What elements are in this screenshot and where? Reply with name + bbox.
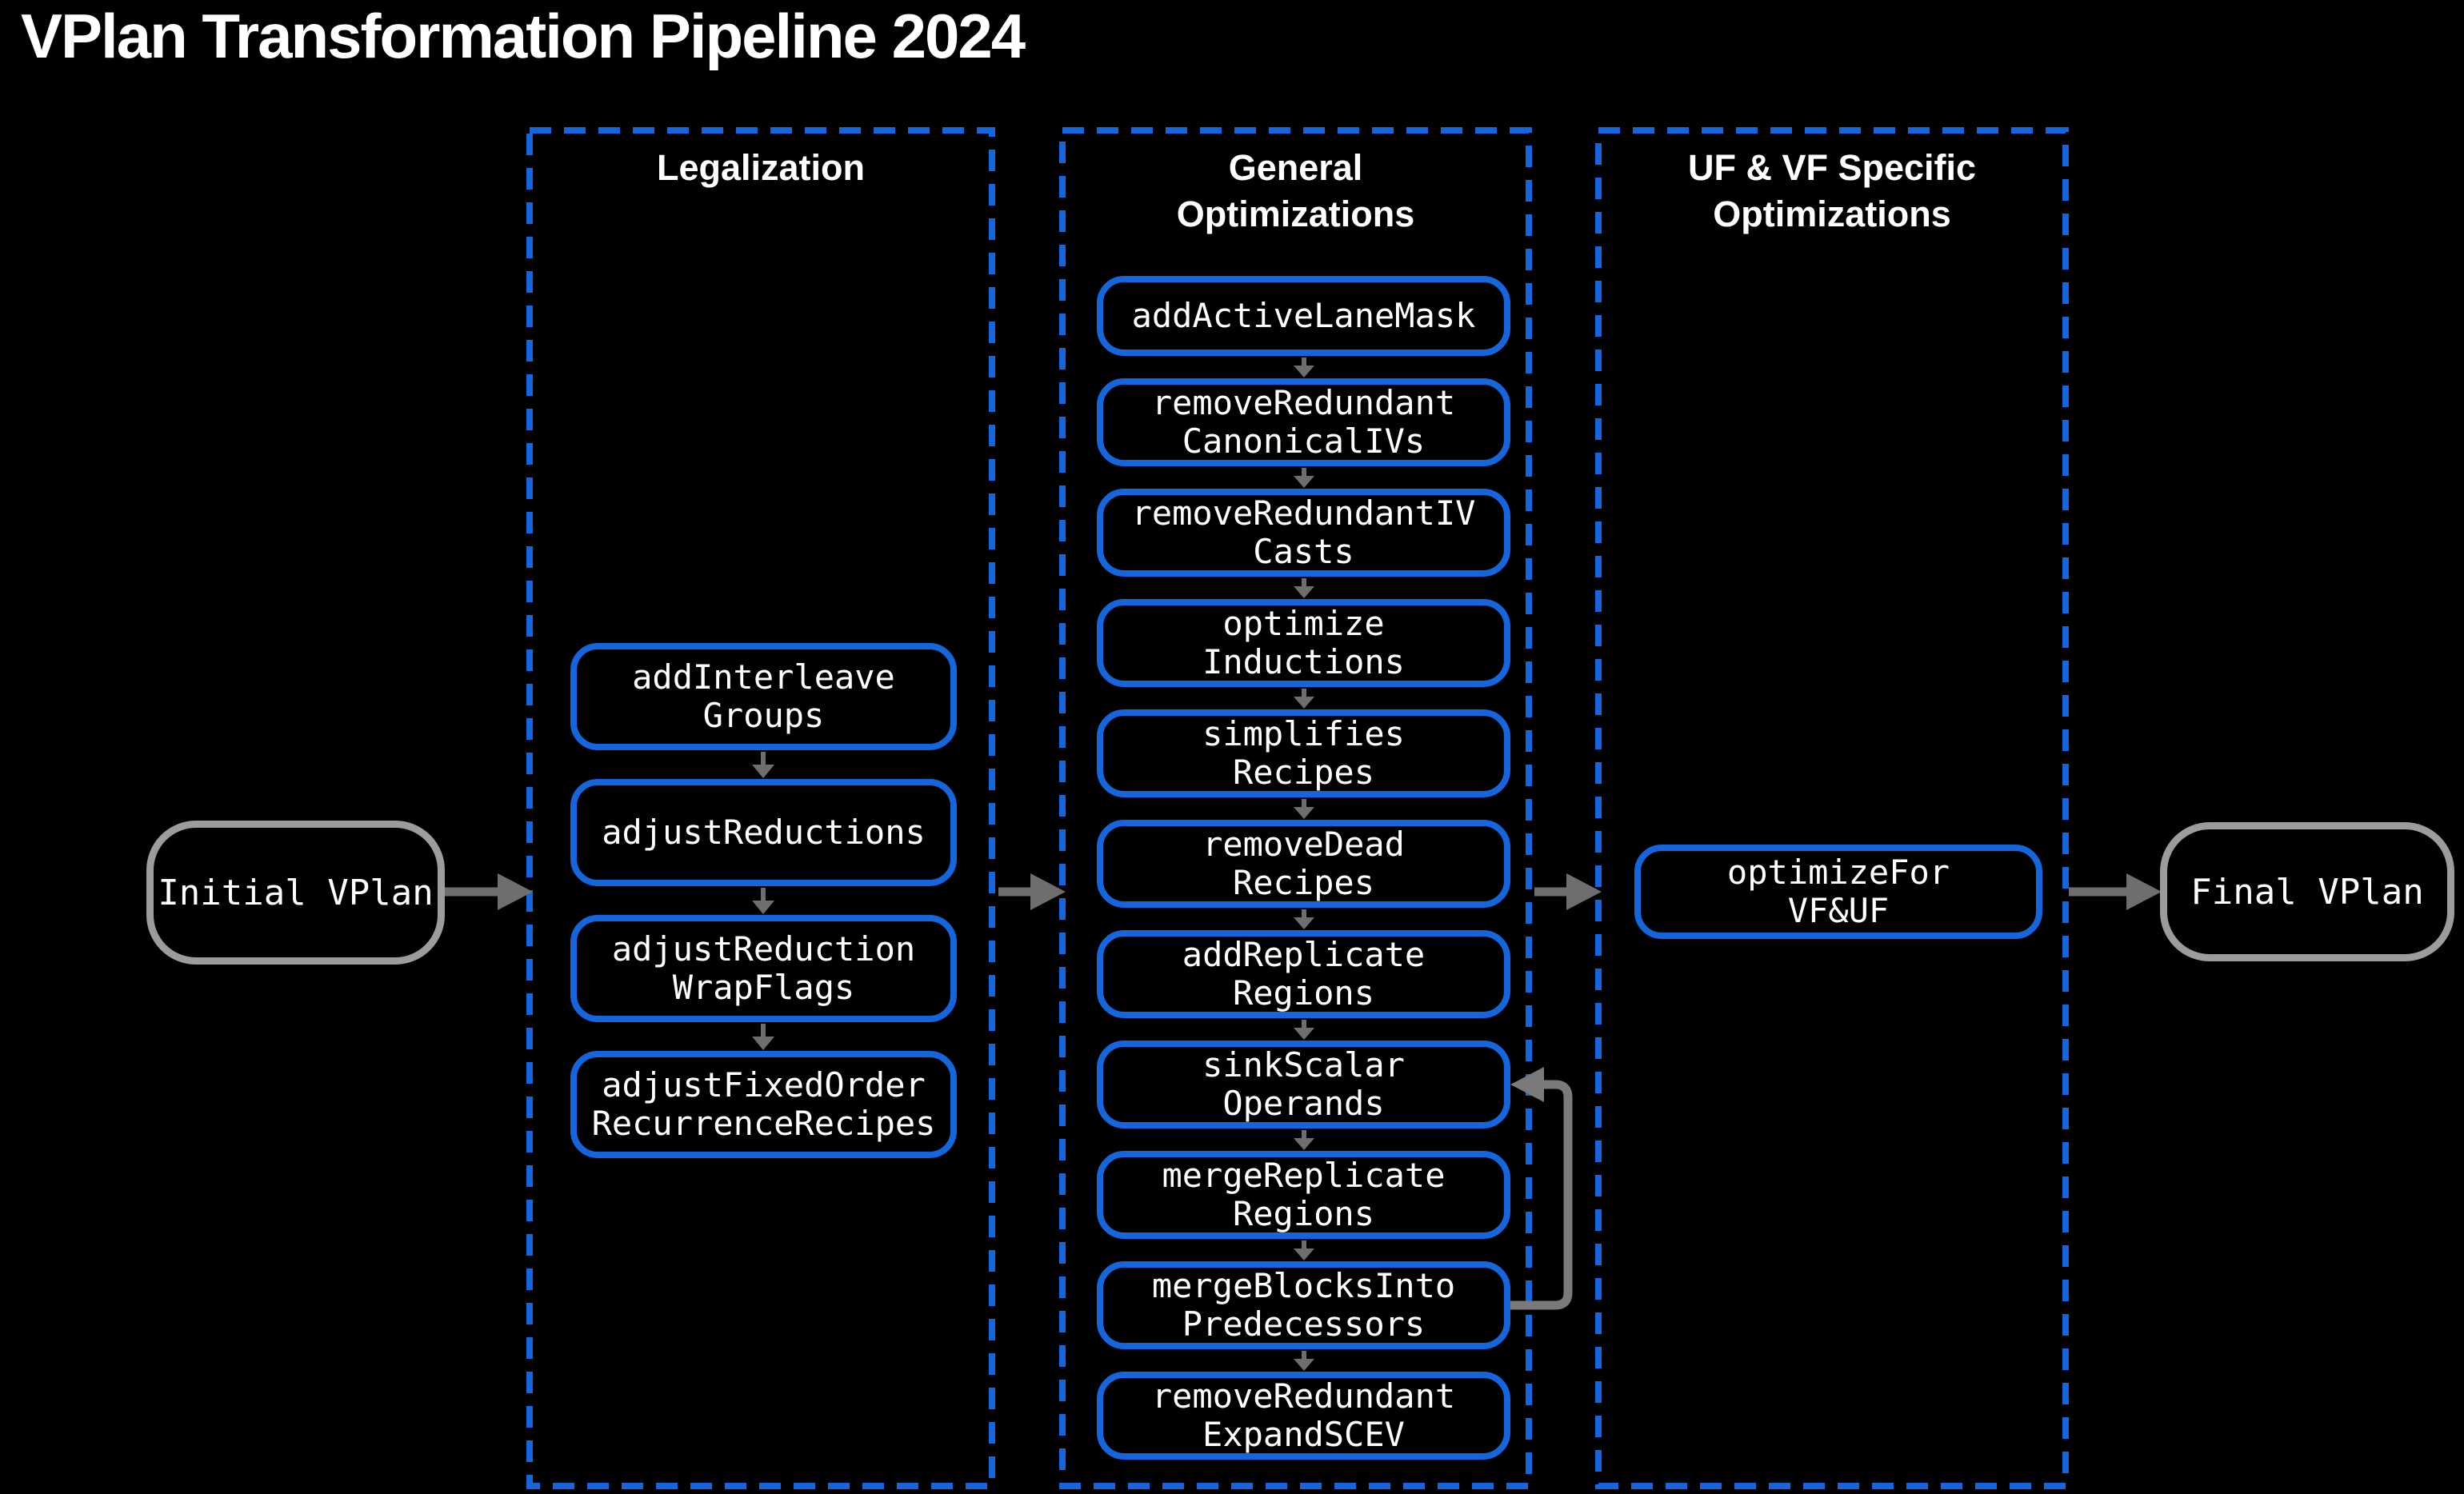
node-add-replicate-regions: addReplicate Regions bbox=[1097, 930, 1510, 1018]
stage-header-legalization: Legalization bbox=[656, 147, 866, 188]
node-simplifies-recipes: simplifies Recipes bbox=[1097, 709, 1510, 797]
node-sink-scalar-operands: sinkScalar Operands bbox=[1097, 1041, 1510, 1128]
node-remove-redundant-canonical-ivs: removeRedundant CanonicalIVs bbox=[1097, 378, 1510, 466]
node-merge-blocks-into-predecessors: mergeBlocksInto Predecessors bbox=[1097, 1261, 1510, 1349]
stage-legalization: Legalization bbox=[530, 130, 992, 1486]
stage-ufvf-optimizations: UF & VF Specific Optimizations bbox=[1598, 130, 2066, 1486]
stage-header-general-optimizations: General Optimizations bbox=[1176, 147, 1415, 234]
node-remove-dead-recipes: removeDead Recipes bbox=[1097, 820, 1510, 908]
stage-general-optimizations: General Optimizations bbox=[1062, 130, 1529, 1486]
node-remove-redundant-iv-casts: removeRedundantIV Casts bbox=[1097, 489, 1510, 577]
node-final-vplan: Final VPlan bbox=[2160, 822, 2454, 961]
flow-arrow-ufvf-to-final bbox=[2069, 873, 2162, 910]
node-remove-redundant-expand-scev: removeRedundant ExpandSCEV bbox=[1097, 1372, 1510, 1460]
node-adjust-reductions: adjustReductions bbox=[570, 779, 957, 886]
flow-arrow-initial-to-legalization bbox=[445, 873, 533, 910]
flow-arrow-legalization-to-general bbox=[998, 873, 1066, 910]
stage-header-ufvf-optimizations: UF & VF Specific Optimizations bbox=[1687, 147, 1977, 234]
node-initial-vplan: Initial VPlan bbox=[146, 821, 445, 965]
node-add-interleave-groups: addInterleave Groups bbox=[570, 643, 957, 750]
node-optimize-inductions: optimize Inductions bbox=[1097, 599, 1510, 687]
node-adjust-reduction-wrap-flags: adjustReduction WrapFlags bbox=[570, 915, 957, 1022]
node-add-active-lane-mask: addActiveLaneMask bbox=[1097, 276, 1510, 356]
flow-arrow-general-to-ufvf bbox=[1534, 873, 1602, 910]
node-merge-replicate-regions: mergeReplicate Regions bbox=[1097, 1151, 1510, 1239]
node-adjust-fixed-order-recurrence-recipes: adjustFixedOrder RecurrenceRecipes bbox=[570, 1051, 957, 1158]
node-optimize-for-vf-uf: optimizeFor VF&UF bbox=[1634, 845, 2042, 939]
page-title: VPlan Transformation Pipeline 2024 bbox=[21, 1, 1026, 71]
